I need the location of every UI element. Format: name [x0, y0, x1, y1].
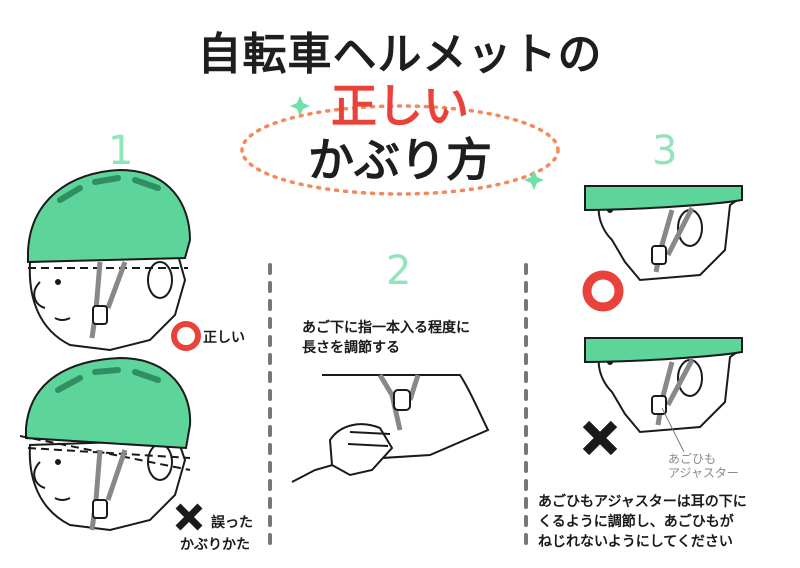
adjuster-pointer [661, 407, 685, 453]
helmet-correct [27, 168, 192, 264]
strap-buckle [92, 305, 108, 325]
step-number-2: 2 [386, 248, 412, 294]
wrong-label-line1: 誤った [211, 515, 253, 531]
step3-caption-line1: あごひもアジャスターは耳の下に [538, 494, 747, 510]
correct-label: 正しい [203, 330, 245, 346]
strap-buckle [92, 499, 108, 519]
strap-buckle [651, 245, 667, 265]
strap-buckle [393, 389, 411, 411]
helmet3-correct [584, 185, 743, 212]
correct-circle-icon [171, 321, 201, 351]
title-dotted-ellipse [240, 104, 560, 196]
step3-caption-line3: ねじれないようにしてください [538, 534, 733, 550]
guideline-wrong-1 [19, 435, 191, 471]
strap-chin [377, 373, 421, 431]
step2-caption-line2: 長さを調節する [302, 340, 400, 356]
chin-finger-illustration [291, 374, 490, 483]
step3-caption: あごひもアジャスターは耳の下に くるように調節し、あごひもが ねじれないようにし… [538, 492, 796, 552]
correct-circle-icon [582, 270, 624, 312]
adjuster-label-line1: あごひも [668, 452, 717, 466]
page-title: 自転車ヘルメットの [197, 29, 603, 80]
page-title-accent: 正しい [331, 79, 469, 133]
step2-caption: あご下に指一本入る程度に 長さを調節する [302, 318, 522, 358]
step3-caption-line2: くるように調節し、あごひもが [538, 514, 734, 530]
step2-caption-line1: あご下に指一本入る程度に [302, 320, 470, 336]
adjuster-label: あごひも アジャスター [668, 452, 739, 480]
adjuster-label-line2: アジャスター [668, 466, 739, 480]
page-title-sub: かぶり方 [308, 133, 492, 187]
wrong-x-icon [582, 420, 618, 456]
sparkle-icon [524, 170, 544, 190]
sparkle-icon [290, 96, 310, 116]
step-number-1: 1 [108, 128, 134, 174]
wrong-label-line2: かぶりかた [180, 537, 250, 553]
step-number-3: 3 [652, 128, 678, 174]
head-wrong-illustration [28, 438, 187, 532]
helmet3-wrong [584, 337, 743, 364]
guideline-wrong-2 [27, 447, 191, 459]
wrong-x-icon [175, 503, 203, 531]
helmet-wrong [25, 356, 192, 450]
